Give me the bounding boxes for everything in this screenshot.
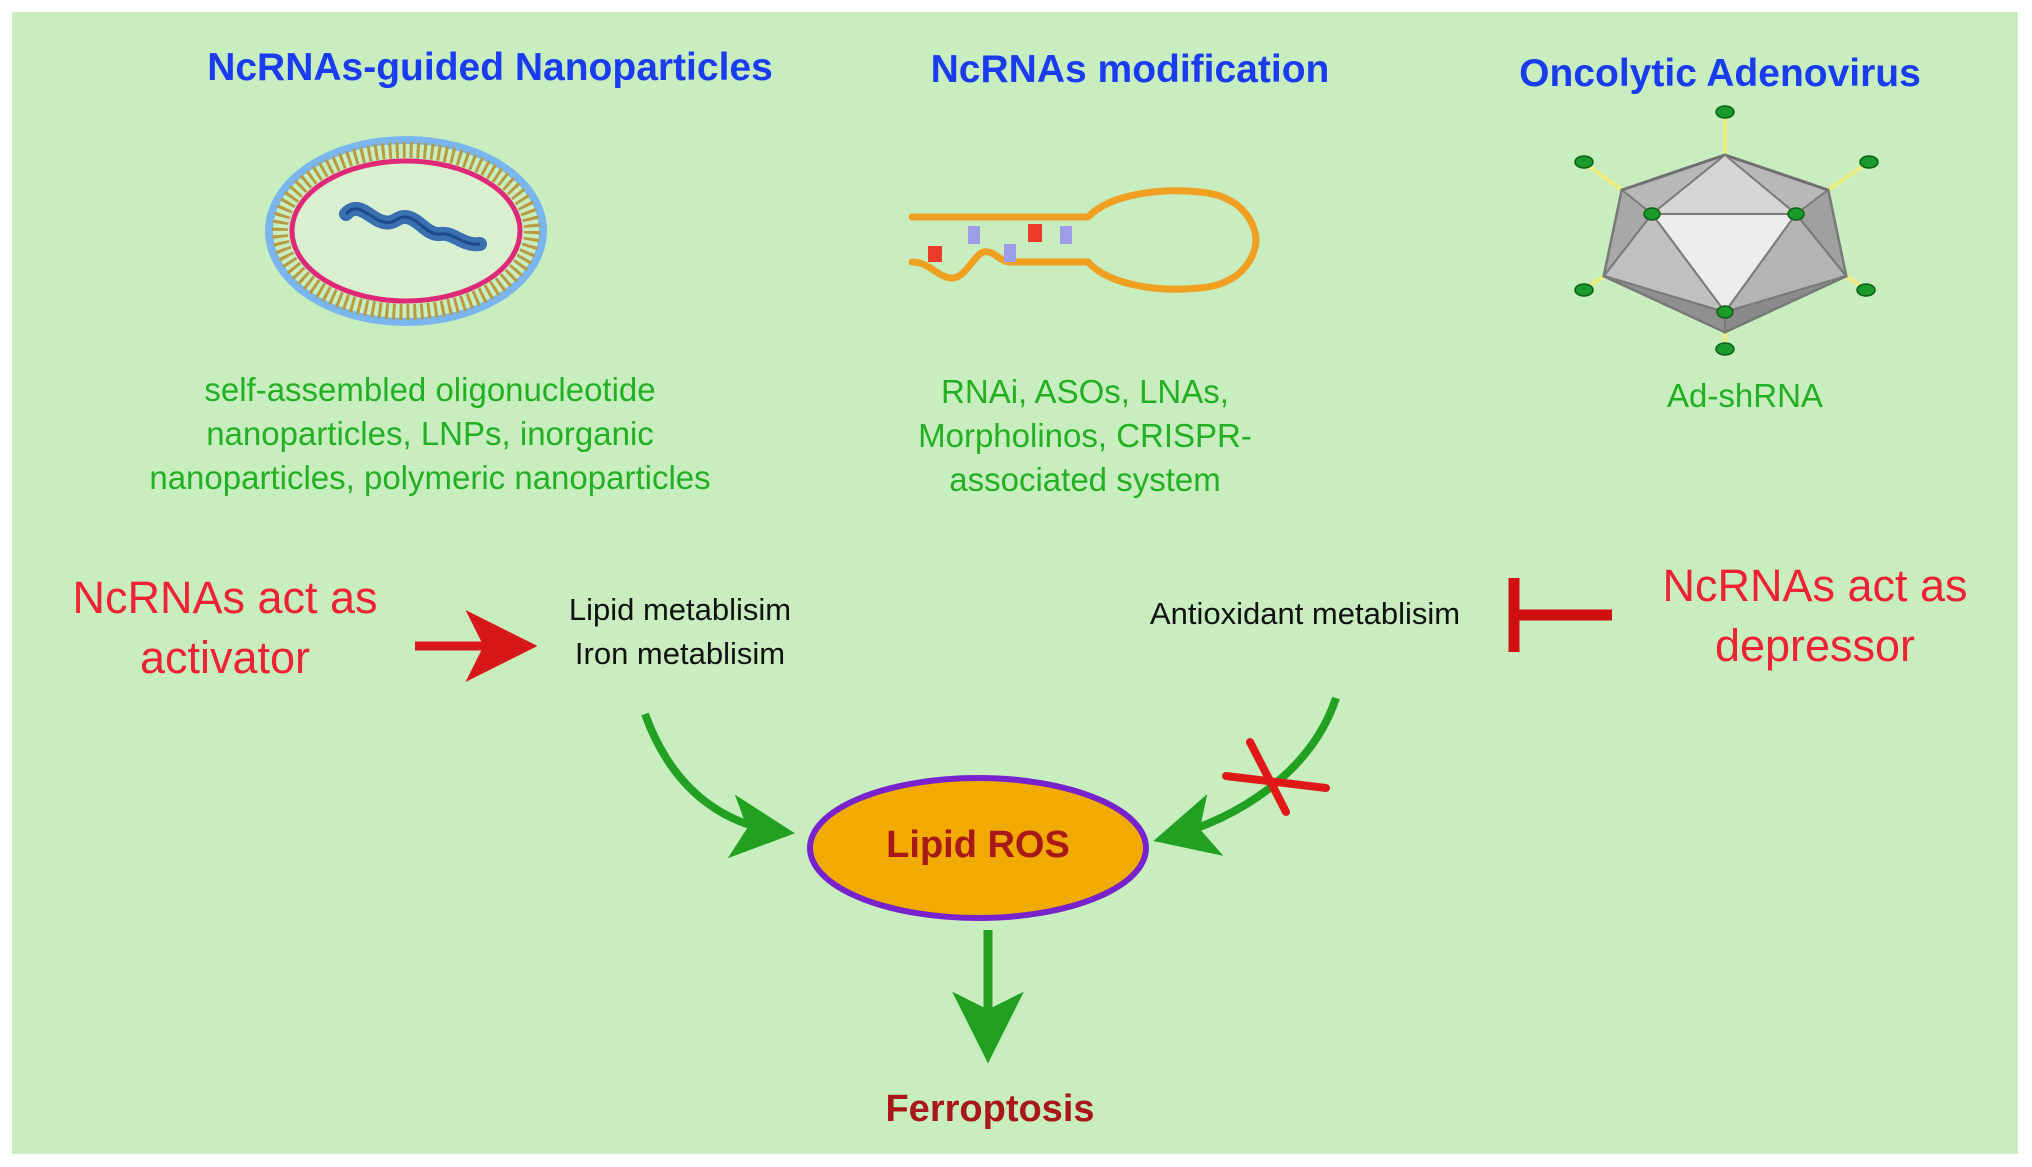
ferroptosis-label: Ferroptosis bbox=[885, 1088, 1095, 1130]
metabolism-line: Iron metablisim bbox=[574, 636, 786, 671]
depressor-line: depressor bbox=[1714, 620, 1916, 671]
description-modification: RNAi, ASOs, LNAs, Morpholinos, CRISPR- a… bbox=[860, 370, 1310, 502]
description-nanoparticles: self-assembled oligonucleotide nanoparti… bbox=[60, 368, 800, 500]
nanoparticle-icon bbox=[265, 136, 547, 326]
heading-adenovirus: Oncolytic Adenovirus bbox=[1519, 52, 1921, 95]
antioxidant-to-ros-arrow bbox=[1153, 696, 1340, 856]
metabolism-line: Lipid metablisim bbox=[568, 592, 792, 627]
adenovirus-icon bbox=[1574, 105, 1879, 356]
description-line: self-assembled oligonucleotide bbox=[204, 371, 656, 408]
activator-label: NcRNAs act as activator bbox=[30, 568, 420, 688]
depressor-label: NcRNAs act as depressor bbox=[1620, 556, 2010, 676]
description-line: nanoparticles, polymeric nanoparticles bbox=[149, 459, 711, 496]
lipid-iron-metabolism-label: Lipid metablisim Iron metablisim bbox=[520, 588, 840, 676]
hairpin-rna-icon bbox=[908, 187, 1260, 293]
activator-line: NcRNAs act as bbox=[72, 572, 378, 623]
description-line: Morpholinos, CRISPR- bbox=[918, 417, 1252, 454]
activator-line: activator bbox=[139, 632, 311, 683]
lipid-ros-label: Lipid ROS bbox=[886, 824, 1070, 866]
heading-nanoparticles: NcRNAs-guided Nanoparticles bbox=[207, 46, 773, 89]
description-line: nanoparticles, LNPs, inorganic bbox=[206, 415, 654, 452]
blocked-x-icon bbox=[1222, 738, 1330, 816]
description-line: Ad-shRNA bbox=[1667, 377, 1823, 414]
lipid-iron-to-ros-arrow bbox=[641, 712, 795, 859]
lipid-ros-node bbox=[807, 775, 1149, 921]
heading-modification: NcRNAs modification bbox=[930, 48, 1330, 91]
depressor-line: NcRNAs act as bbox=[1662, 560, 1968, 611]
inhibition-bar bbox=[1508, 578, 1612, 652]
description-line: associated system bbox=[949, 461, 1221, 498]
description-adenovirus: Ad-shRNA bbox=[1600, 374, 1890, 418]
antioxidant-metabolism-label: Antioxidant metablisim bbox=[1149, 596, 1461, 631]
description-line: RNAi, ASOs, LNAs, bbox=[941, 373, 1229, 410]
